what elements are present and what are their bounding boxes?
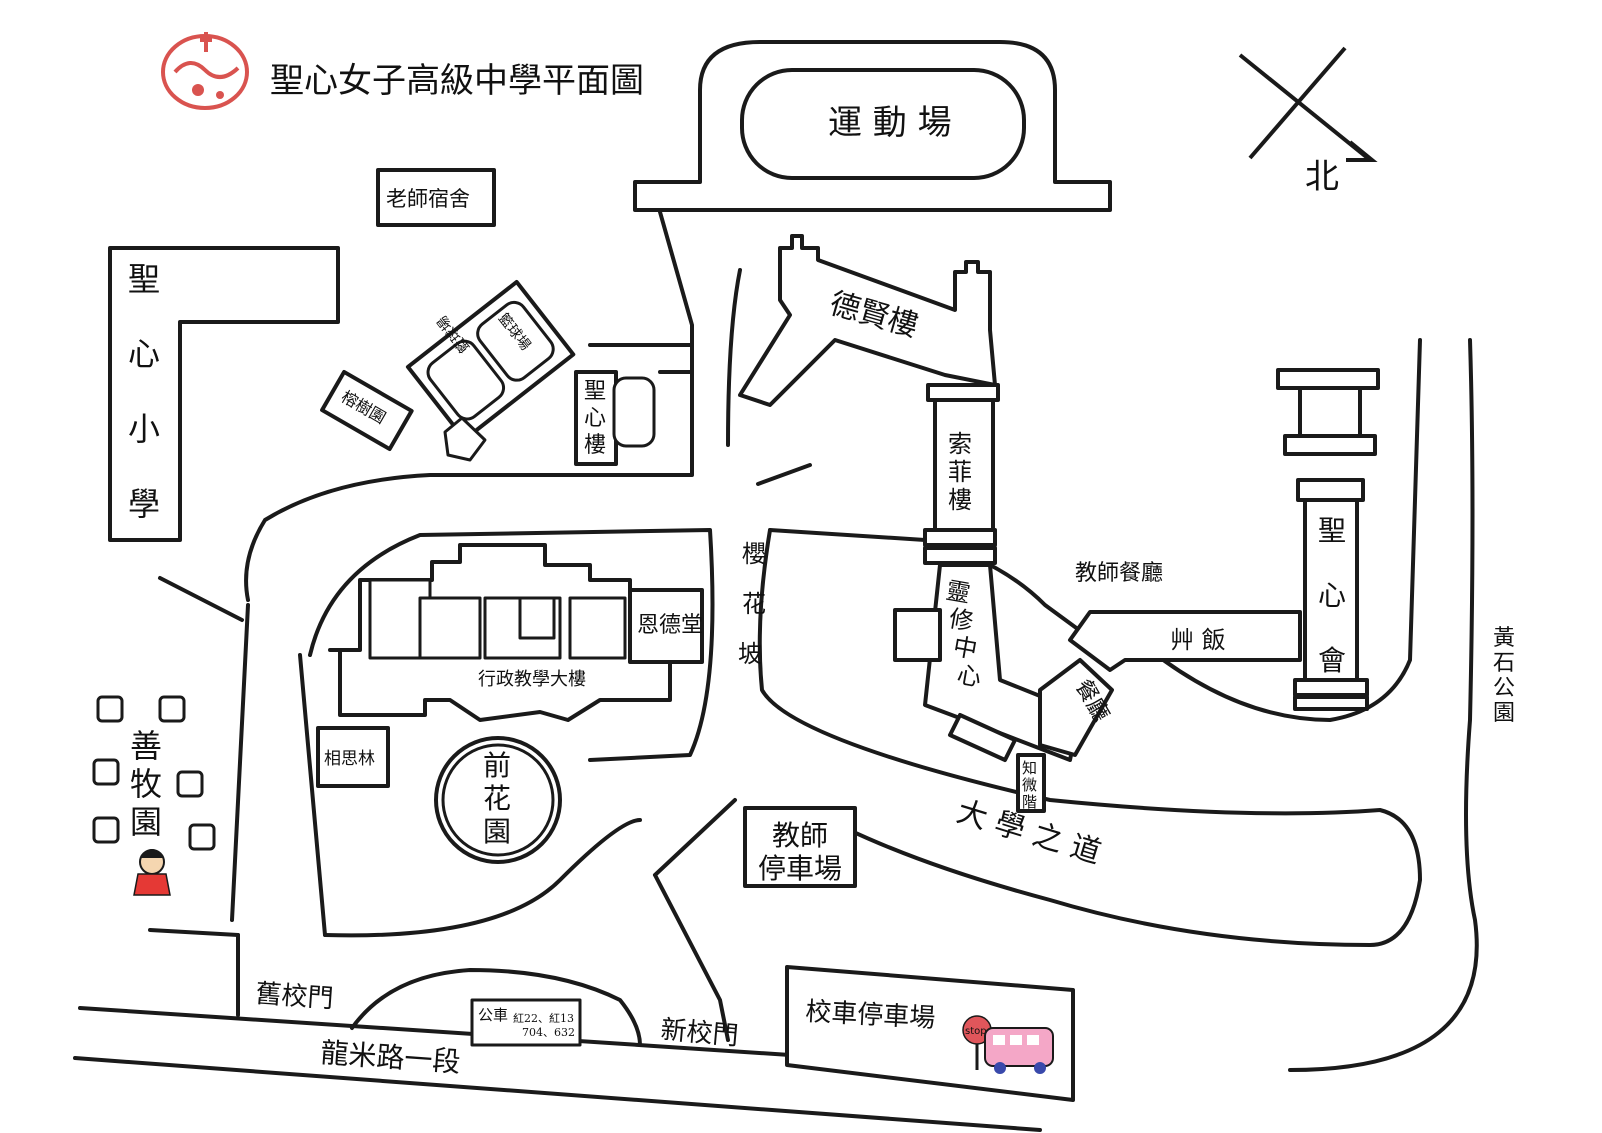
playground — [633, 40, 1112, 212]
bus-routes-line1: 紅22、紅13 — [513, 1012, 574, 1025]
admin-building-label: 行政教學大樓 — [478, 669, 586, 690]
bus-icon — [984, 1027, 1054, 1074]
teacher-parking — [743, 806, 857, 888]
huang-shi-park-label: 黃 石 公 園 — [1493, 626, 1515, 726]
svg-text:知: 知 — [1022, 759, 1037, 777]
shan-mu-yuan — [92, 695, 216, 851]
suo-fei-lou-label: 索 菲 樓 — [948, 430, 972, 514]
svg-text:心: 心 — [128, 335, 160, 373]
bus-stop-box — [470, 998, 582, 1047]
sheng-xin-lou — [574, 343, 694, 466]
svg-text:教師: 教師 — [772, 819, 828, 852]
admin-building — [328, 543, 704, 722]
svg-text:階: 階 — [1022, 793, 1037, 811]
svg-text:聖: 聖 — [1318, 514, 1346, 547]
xiang-si-lin — [316, 726, 390, 788]
svg-text:菲: 菲 — [948, 458, 972, 486]
bus-routes-line2: 704、632 — [522, 1026, 575, 1039]
old-gate-label: 舊校門 — [255, 979, 335, 1014]
de-xian-lou — [738, 234, 997, 407]
svg-text:園: 園 — [483, 815, 511, 848]
roads — [73, 210, 1479, 1132]
teacher-dorm-label: 老師宿舍 — [386, 187, 470, 211]
svg-text:坡: 坡 — [738, 640, 762, 668]
svg-text:心: 心 — [955, 660, 983, 692]
primary-school-label: 聖 心 小 學 — [128, 260, 160, 523]
jian-fan — [1068, 610, 1302, 672]
svg-text:心: 心 — [1318, 579, 1346, 612]
sakura-slope-label: 櫻 花 坡 — [738, 540, 766, 668]
zhi-wei-jie-label: 知 微 階 — [1022, 759, 1037, 811]
svg-text:會: 會 — [1318, 644, 1346, 677]
sheng-xin-hui — [1276, 368, 1380, 711]
svg-text:停車場: 停車場 — [758, 852, 842, 885]
svg-text:學: 學 — [128, 485, 160, 523]
svg-text:修: 修 — [947, 604, 975, 636]
small-building — [443, 416, 487, 462]
compass-north-label: 北 — [1305, 157, 1339, 197]
zhi-wei-jie — [1016, 753, 1046, 813]
playground-label: 運 動 場 — [828, 103, 952, 143]
svg-text:善: 善 — [130, 727, 162, 765]
teacher-dining-label: 教師餐廳 — [1075, 561, 1163, 586]
svg-text:花: 花 — [483, 782, 511, 815]
svg-text:園: 園 — [130, 803, 162, 841]
svg-text:樓: 樓 — [948, 486, 972, 514]
front-garden-label: 前 花 園 — [483, 749, 511, 848]
primary-school — [108, 246, 340, 542]
suo-fei-lou — [923, 383, 1000, 565]
longmi-road-label: 龍米路一段 — [320, 1036, 462, 1079]
svg-text:心: 心 — [584, 406, 606, 431]
new-gate-label: 新校門 — [659, 1015, 739, 1052]
banyan-garden — [320, 369, 414, 452]
en-de-tang-label: 恩德堂 — [637, 613, 703, 638]
jian-fan-label: 艸 飯 — [1170, 626, 1226, 654]
svg-text:石: 石 — [1493, 651, 1515, 676]
svg-text:小: 小 — [128, 410, 160, 448]
girl-icon — [133, 849, 171, 896]
svg-text:樓: 樓 — [584, 433, 606, 458]
svg-text:前: 前 — [483, 749, 511, 782]
svg-text:櫻: 櫻 — [742, 540, 766, 568]
svg-text:stop: stop — [965, 1026, 987, 1037]
teacher-parking-label: 教師 停車場 — [758, 819, 842, 885]
bus-stop-label: 公車 — [478, 1006, 508, 1024]
svg-text:聖: 聖 — [128, 260, 160, 298]
xiang-si-lin-label: 相思林 — [324, 749, 375, 769]
svg-text:園: 園 — [1493, 701, 1515, 726]
svg-text:索: 索 — [948, 430, 972, 458]
map-title: 聖心女子高級中學平面圖 — [270, 61, 644, 101]
svg-text:微: 微 — [1022, 776, 1037, 794]
svg-text:靈: 靈 — [944, 576, 972, 608]
svg-text:花: 花 — [742, 590, 766, 618]
compass-icon — [1238, 46, 1378, 162]
svg-text:中: 中 — [951, 632, 979, 664]
svg-text:牧: 牧 — [130, 765, 162, 803]
canteen — [1038, 658, 1114, 757]
sheng-xin-lou-label: 聖 心 樓 — [584, 379, 606, 458]
logo-icon — [161, 32, 249, 110]
svg-text:黃: 黃 — [1493, 626, 1515, 651]
teacher-dorm — [376, 168, 496, 227]
ling-xiu-center-label: 靈 修 中 心 — [944, 576, 983, 692]
basketball-area — [405, 279, 576, 442]
svg-text:公: 公 — [1493, 676, 1515, 701]
sheng-xin-hui-label: 聖 心 會 — [1318, 514, 1346, 677]
svg-text:聖: 聖 — [584, 379, 606, 404]
bus-parking-label: 校車停車場 — [805, 997, 936, 1034]
shan-mu-yuan-label: 善 牧 園 — [130, 727, 162, 841]
